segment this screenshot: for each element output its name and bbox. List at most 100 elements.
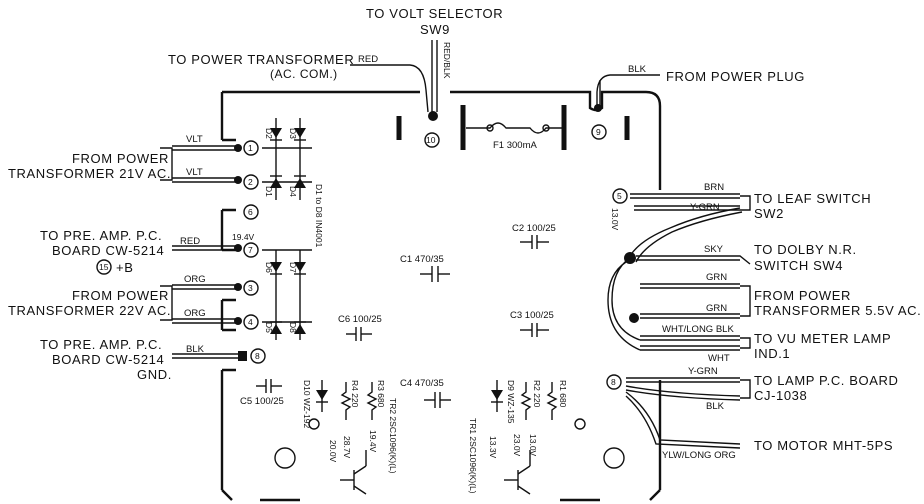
- terminal-4-label: 4: [248, 317, 253, 327]
- d10-label: D10 WZ-192: [302, 380, 312, 428]
- fuse-symbol: [466, 122, 562, 134]
- mounting-hole: [603, 447, 625, 469]
- brn-wire: [630, 193, 740, 199]
- capacitor-c4: [424, 392, 451, 408]
- pre-amp-label-1: TO PRE. AMP. P.C.: [40, 228, 162, 243]
- diode-bridge-2: [262, 249, 312, 340]
- terminal-2: [243, 174, 259, 190]
- r4-label: R4 220: [350, 380, 360, 408]
- v200-label: 20.0V: [328, 440, 338, 463]
- ygrn-1-label: Y-GRN: [690, 202, 720, 213]
- terminal-8b-label: 8: [611, 377, 616, 387]
- d3-label: D3: [288, 128, 298, 139]
- pre-amp-board-label-2: BOARD CW-5214: [52, 352, 164, 367]
- ylw-long-org-label: YLW/LONG ORG: [662, 450, 736, 461]
- r2-label: R2 220: [532, 380, 542, 408]
- terminal-5-label: 5: [617, 191, 622, 201]
- wht-long-blk-wire: [640, 335, 740, 341]
- from-power-21v-label-1: FROM POWER: [72, 151, 169, 166]
- blk-wire-left: [172, 353, 238, 359]
- dolby-label-1: TO DOLBY N.R.: [754, 242, 857, 257]
- r3-label: R3 680: [376, 380, 386, 408]
- tr1-label: TR1 2SC1096(K)(L): [468, 418, 478, 494]
- power-transformer-label: TO POWER TRANSFORMER: [168, 52, 354, 67]
- capacitor-c2: [520, 235, 549, 249]
- bracket-21v: [160, 147, 173, 181]
- diode-bridge-1: [262, 118, 312, 200]
- d1-d8-label: D1 to D8 IN4001: [314, 184, 324, 248]
- brn-label: BRN: [704, 182, 724, 193]
- mounting-hole: [574, 418, 586, 430]
- ygrn-wire-2: [626, 377, 740, 383]
- v194b-label: 19.4V: [368, 430, 378, 453]
- plus-b-label: +B: [116, 260, 133, 275]
- grn-1-label: GRN: [706, 272, 727, 283]
- terminal-7-label: 7: [248, 245, 253, 255]
- red-wire: [350, 64, 429, 113]
- motor-label: TO MOTOR MHT-5PS: [754, 438, 893, 453]
- zener-d10: [316, 380, 328, 412]
- grn-wire-1: [640, 283, 740, 289]
- v130b-label: 13.0V: [528, 434, 538, 457]
- zener-d9: [491, 380, 503, 412]
- dolby-label-2: SWITCH SW4: [754, 258, 843, 273]
- terminal-8b: [606, 374, 622, 390]
- ylw-long-org-wire: [625, 391, 741, 449]
- resistor-r4: [340, 382, 352, 420]
- pre-amp-label-2: TO PRE. AMP. P.C.: [40, 337, 162, 352]
- d7-label: D7: [288, 262, 298, 273]
- resistor-r3: [366, 382, 378, 420]
- capacitor-c5: [256, 379, 282, 393]
- terminal-3-label: 3: [248, 283, 253, 293]
- d6-label: D6: [264, 262, 274, 273]
- plus-b-circle: [96, 259, 112, 275]
- pre-amp-board-label-1: BOARD CW-5214: [52, 243, 164, 258]
- leaf-switch-label-2: SW2: [754, 206, 784, 221]
- leaf-switch-label-1: TO LEAF SWITCH: [754, 191, 871, 206]
- pcb-bottom-notch: [221, 489, 661, 502]
- d2-label: D2: [264, 128, 274, 139]
- blk-wire-top-label: BLK: [628, 64, 647, 75]
- blk-right-label: BLK: [706, 401, 725, 412]
- fuse-end: [542, 124, 550, 132]
- terminal-10-label: 10: [426, 135, 436, 145]
- d8-label: D8: [288, 322, 298, 333]
- terminal-7-pad: [234, 244, 242, 252]
- volt-selector-label: TO VOLT SELECTOR: [366, 6, 503, 21]
- capacitor-c3: [520, 323, 549, 337]
- from-power-22v-label-2: TRANSFORMER 22V AC.: [8, 303, 171, 318]
- bracket-leaf: [740, 195, 751, 211]
- org-wire-1: [172, 284, 236, 290]
- grn-pad: [629, 313, 639, 323]
- terminal-3-pad: [234, 283, 242, 291]
- c2-label: C2 100/25: [512, 223, 556, 234]
- from-power-plug-label: FROM POWER PLUG: [666, 69, 805, 84]
- mounting-hole: [274, 447, 296, 469]
- terminal-8-label: 8: [255, 351, 260, 361]
- terminal-1: [243, 140, 259, 156]
- sw9-label: SW9: [420, 22, 450, 37]
- v133-label: 13.3V: [488, 436, 498, 459]
- terminal-5: [612, 188, 628, 204]
- blk-wire-right: [625, 385, 741, 401]
- blk-wire-top: [596, 74, 660, 106]
- r1-label: R1 680: [558, 380, 568, 408]
- from-power-5-5v-label-1: FROM POWER: [754, 288, 851, 303]
- vlt-1-label: VLT: [186, 134, 203, 145]
- terminal-8: [250, 348, 266, 364]
- red-blk-wire-label: RED/BLK: [442, 42, 452, 79]
- pcb-edge-left: [222, 138, 236, 372]
- terminal-10-pad: [428, 111, 438, 121]
- terminal-2-pad: [234, 176, 242, 184]
- c1-label: C1 470/35: [400, 254, 444, 265]
- grn-2-label: GRN: [706, 303, 727, 314]
- leaf-loop-wire: [629, 207, 743, 263]
- red-wire-left-label: RED: [180, 236, 200, 247]
- terminal-4: [243, 314, 259, 330]
- c3-label: C3 100/25: [510, 310, 554, 321]
- resistor-r1: [546, 382, 558, 420]
- wht-wire: [640, 345, 740, 351]
- red-wire-left: [172, 245, 236, 251]
- terminal-10-circle: [424, 132, 440, 148]
